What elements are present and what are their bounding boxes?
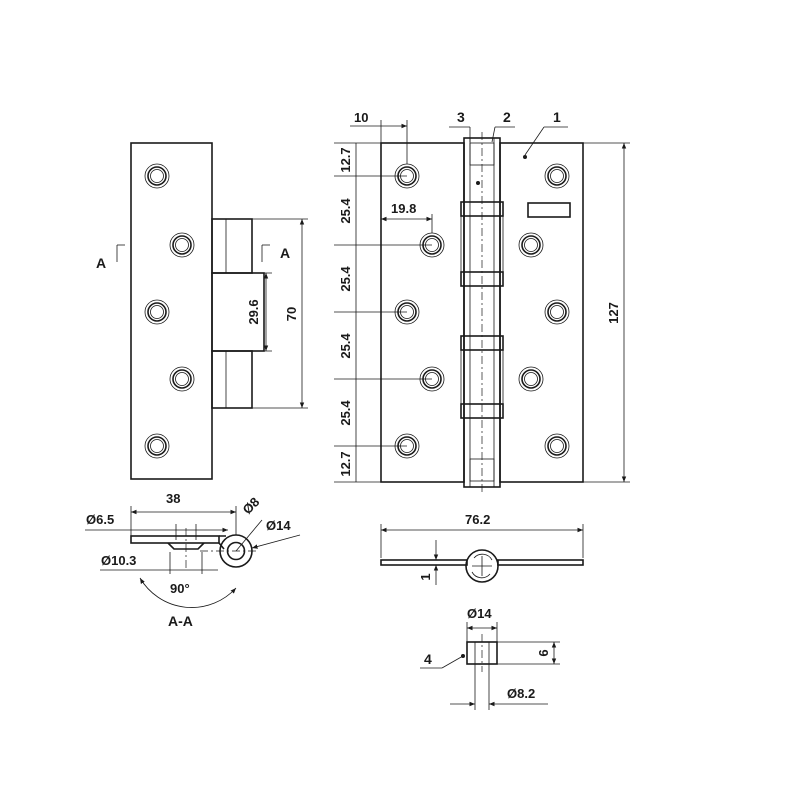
- dim-knuckle: Ø14: [266, 518, 291, 533]
- front-view: A A 29.6 70: [96, 142, 308, 480]
- dim-pitch-bottom: 12.7: [338, 451, 353, 476]
- section-mark-left: A: [96, 255, 106, 271]
- bearing-detail: Ø14 Ø8.2 6 4: [420, 606, 560, 710]
- dim-bearing-outer: Ø14: [467, 606, 492, 621]
- callout-3: 3: [457, 109, 465, 125]
- screw-hole: [169, 366, 195, 392]
- section-leaf: [130, 535, 220, 544]
- dim-edge-offset: 10: [354, 110, 368, 125]
- screw-hole: [144, 299, 170, 325]
- dim-angle: 90°: [170, 581, 190, 596]
- dim-bearing-height: 6: [536, 649, 551, 656]
- dim-pin: Ø8: [240, 494, 263, 517]
- screw-hole: [544, 299, 570, 325]
- logo-plate: [527, 202, 571, 218]
- dim-bearing-inner: Ø8.2: [507, 686, 535, 701]
- dim-countersink: Ø10.3: [101, 553, 136, 568]
- dim-pitch-3: 25.4: [338, 333, 353, 359]
- hinge-leaf-left: [380, 142, 465, 483]
- bearing-bottom: [469, 458, 495, 482]
- dim-thickness: 1: [418, 573, 433, 580]
- callout-2: 2: [503, 109, 511, 125]
- screw-hole: [144, 433, 170, 459]
- callout-4: 4: [424, 651, 432, 667]
- dim-height: 127: [606, 302, 621, 324]
- main-view: 10 19.8 12.7 25.4 25.4 25.4 25.4 12.7 12…: [334, 109, 630, 493]
- section-mark-right: A: [280, 245, 290, 261]
- hinge-leaf-right: [499, 142, 584, 483]
- bearing-top: [469, 142, 495, 166]
- knuckle-lower: [211, 350, 253, 409]
- dim-open-width: 76.2: [465, 512, 490, 527]
- dim-screw-hole: Ø6.5: [86, 512, 114, 527]
- section-title: A-A: [168, 613, 193, 629]
- screw-hole: [518, 232, 544, 258]
- dim-pitch-2: 25.4: [338, 266, 353, 292]
- screw-hole: [144, 163, 170, 189]
- open-leaf-left: [380, 559, 468, 566]
- screw-hole: [169, 232, 195, 258]
- dim-knuckle-length: 70: [284, 307, 299, 321]
- hinge-leaf-outline: [130, 142, 213, 480]
- dim-pitch-4: 25.4: [338, 400, 353, 426]
- dim-inner-offset: 19.8: [391, 201, 416, 216]
- open-leaf-right: [497, 559, 584, 566]
- screw-hole: [518, 366, 544, 392]
- screw-hole: [544, 163, 570, 189]
- open-knuckle: [465, 549, 499, 583]
- top-view: 76.2 1: [380, 512, 584, 585]
- dim-pitch-1: 25.4: [338, 198, 353, 224]
- callout-1: 1: [553, 109, 561, 125]
- section-view: 38 Ø6.5 Ø10.3 Ø8 Ø14 90° A-A: [85, 491, 301, 629]
- dim-section-width: 38: [166, 491, 180, 506]
- knuckle-upper: [211, 218, 253, 274]
- screw-hole: [544, 433, 570, 459]
- dim-knuckle-segment: 29.6: [246, 299, 261, 324]
- dim-pitch-top: 12.7: [338, 147, 353, 172]
